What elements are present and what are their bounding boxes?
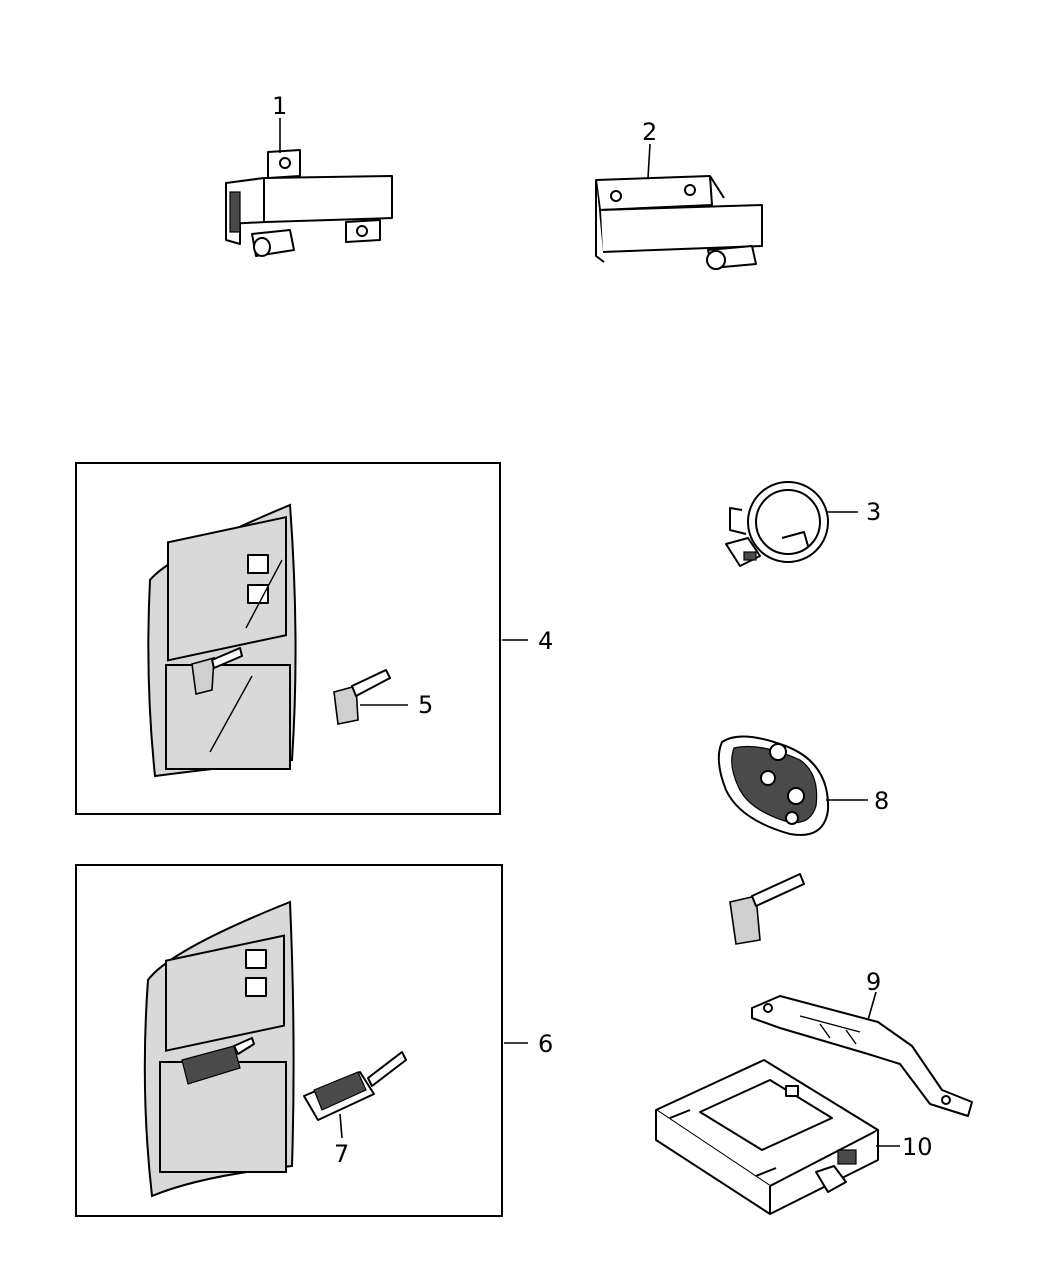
callout-10: 10 [902, 1133, 933, 1161]
callout-7: 7 [334, 1140, 349, 1168]
part-8-key-fob [717, 735, 830, 836]
kit-4-package [147, 503, 297, 778]
leader-line-7 [339, 1113, 343, 1139]
part-1-bracket [225, 149, 393, 257]
part-2-bracket [595, 175, 763, 270]
callout-6: 6 [538, 1030, 553, 1058]
leader-line-2 [647, 143, 651, 179]
kit-4-box [75, 462, 501, 815]
part-3-ring [725, 481, 829, 567]
part-10-module [655, 1059, 879, 1215]
leader-line-9 [867, 991, 877, 1021]
kit-6-box [75, 864, 503, 1217]
callout-8: 8 [874, 787, 889, 815]
callout-9: 9 [866, 968, 881, 996]
part-7-flip-key [303, 1051, 407, 1121]
emergency-key-blade [729, 873, 805, 945]
callout-3: 3 [866, 498, 881, 526]
part-5-key-blade [333, 669, 391, 725]
part-9-bracket [751, 995, 973, 1117]
callout-2: 2 [642, 118, 657, 146]
callout-1: 1 [272, 92, 287, 120]
callout-5: 5 [418, 691, 433, 719]
callout-4: 4 [538, 627, 553, 655]
kit-6-package [143, 900, 295, 1198]
